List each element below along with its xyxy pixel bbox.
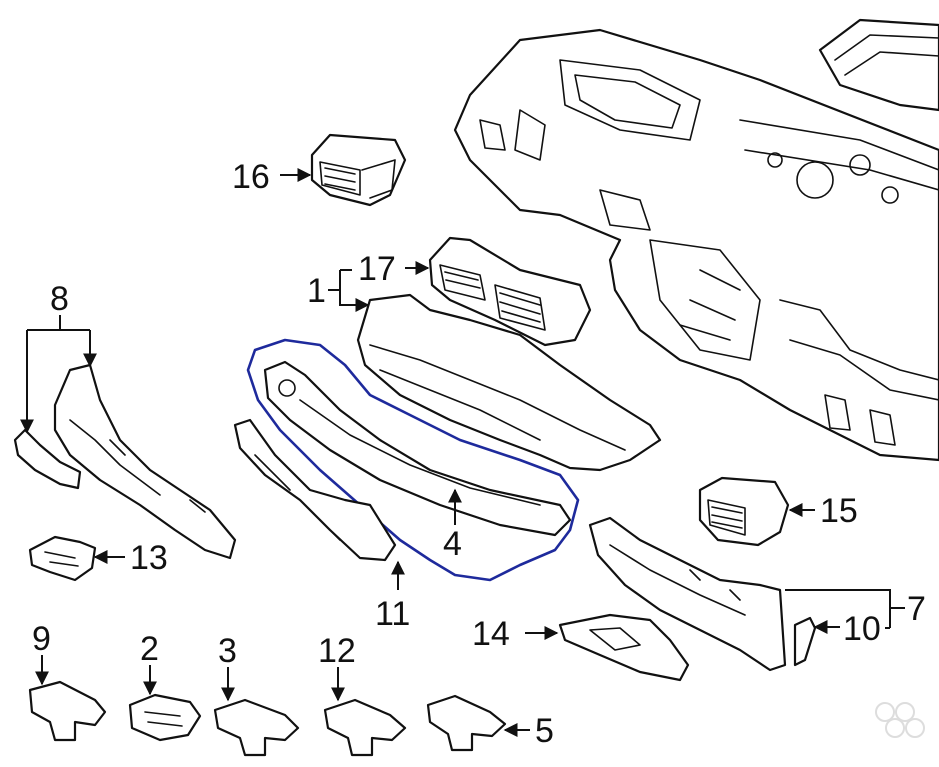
callout-14: 14 — [472, 615, 510, 653]
callout-5: 5 — [535, 712, 554, 750]
callout-11: 11 — [375, 595, 410, 633]
callout-13: 13 — [130, 539, 168, 577]
side-trim-11 — [233, 418, 397, 562]
air-vent-15 — [698, 476, 790, 547]
callout-17: 17 — [358, 250, 396, 288]
callout-4: 4 — [443, 525, 462, 563]
cluster-trim — [818, 18, 939, 112]
callout-3: 3 — [218, 632, 237, 670]
watermark-icon — [875, 702, 925, 738]
callout-12: 12 — [318, 632, 356, 670]
clip-9 — [28, 680, 107, 742]
bracket-14 — [558, 613, 690, 682]
left-dash-panel-8 — [53, 363, 237, 560]
pin-10 — [793, 616, 817, 667]
clip-5 — [426, 694, 507, 752]
callout-9: 9 — [32, 620, 51, 658]
callout-15: 15 — [820, 492, 858, 530]
clip-13 — [28, 535, 97, 582]
callout-8: 8 — [50, 280, 69, 318]
highlight-outline — [246, 338, 580, 582]
clip-3 — [213, 698, 300, 757]
callout-7: 7 — [907, 590, 926, 628]
callout-16: 16 — [232, 158, 270, 196]
leader-lines — [20, 168, 905, 737]
left-strip-8 — [13, 428, 82, 490]
callout-10: 10 — [843, 610, 881, 648]
air-vent-16 — [310, 133, 407, 207]
callout-1: 1 — [307, 272, 326, 310]
lower-panel-7 — [588, 516, 787, 672]
clip-2 — [128, 693, 202, 742]
dashboard-frame — [453, 28, 939, 462]
center-vents-17 — [428, 236, 592, 347]
clip-12 — [323, 698, 407, 757]
callout-2: 2 — [140, 630, 159, 668]
dash-trim-1 — [356, 293, 662, 472]
trim-strip-4 — [263, 360, 572, 537]
